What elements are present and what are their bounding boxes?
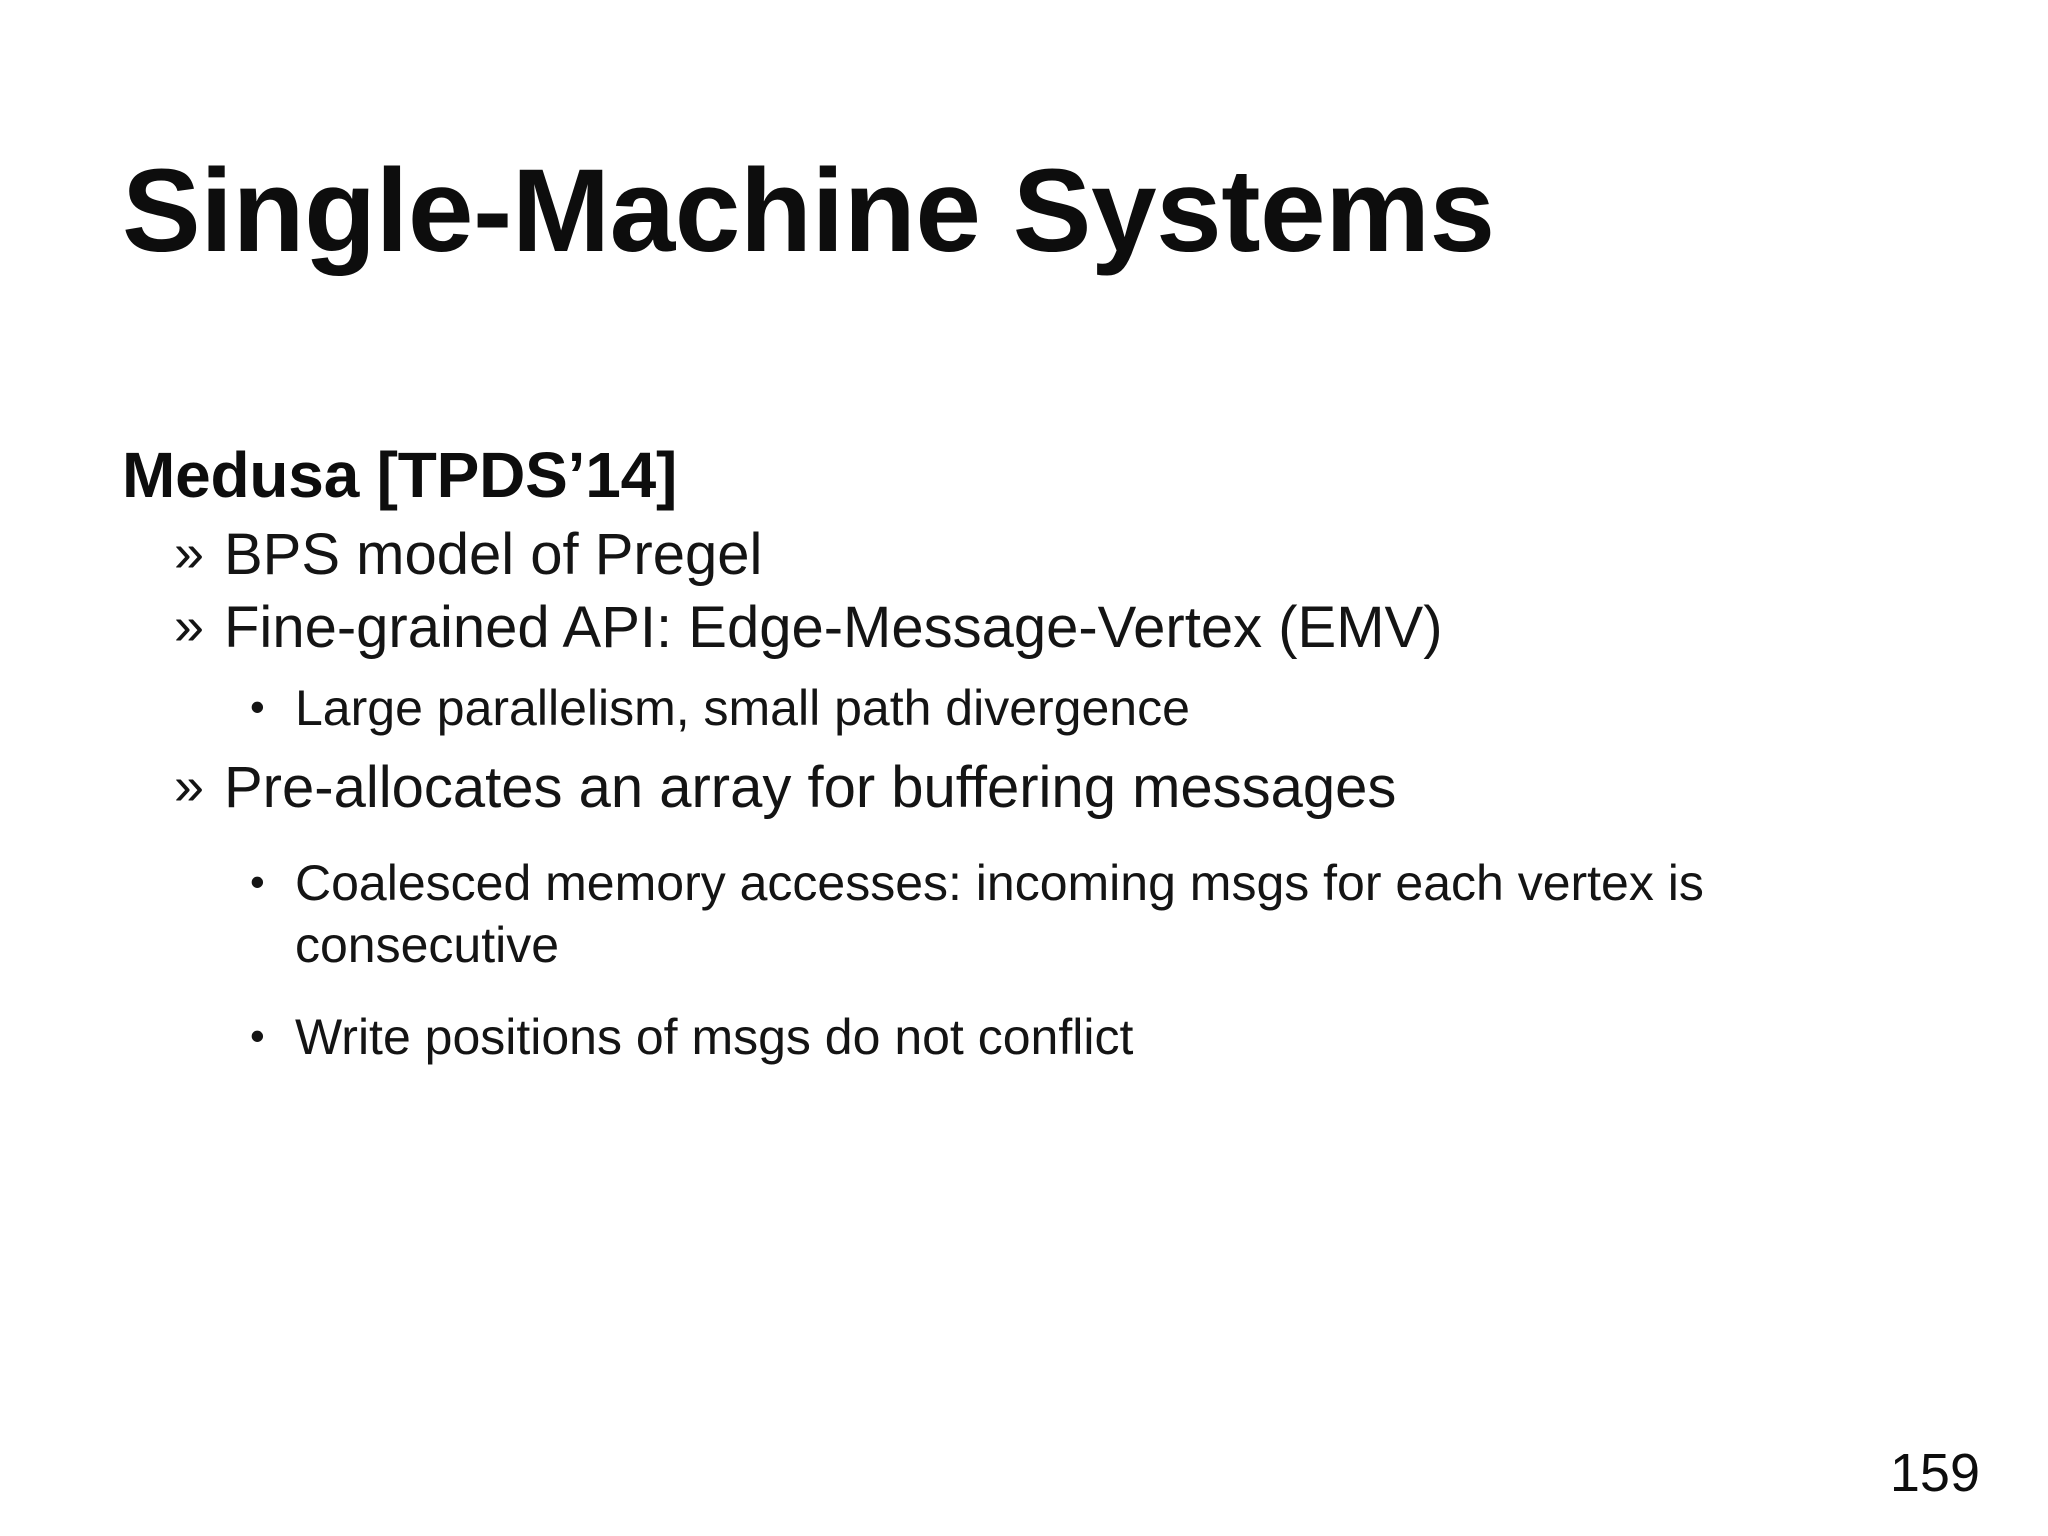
section-heading-medusa: Medusa [TPDS’14]: [122, 439, 678, 511]
bullet-text: Write positions of msgs do not conflict: [295, 1009, 1134, 1066]
guillemet-bullet-icon: »: [174, 596, 205, 657]
bullet-text: Fine-grained API: Edge-Message-Vertex (E…: [224, 595, 1443, 661]
dot-bullet-icon: •: [250, 858, 265, 906]
dot-bullet-icon: •: [250, 1012, 265, 1060]
bullet-level1-pre-allocates: » Pre-allocates an array for buffering m…: [122, 753, 1982, 823]
page-title: Single-Machine Systems: [122, 145, 1495, 277]
bullet-level1-fine-grained-api: » Fine-grained API: Edge-Message-Vertex …: [122, 593, 1982, 663]
guillemet-bullet-icon: »: [174, 522, 205, 583]
bullet-level2-large-parallelism: • Large parallelism, small path divergen…: [122, 677, 1982, 739]
bullet-level2-write-positions: • Write positions of msgs do not conflic…: [122, 1006, 1982, 1068]
bullet-level2-coalesced-memory: • Coalesced memory accesses: incoming ms…: [122, 852, 1982, 976]
page-number: 159: [1889, 1443, 1980, 1503]
spacer: [122, 667, 1982, 677]
dot-bullet-icon: •: [250, 682, 265, 730]
bullet-level1-bps: » BPS model of Pregel: [122, 520, 1982, 590]
slide-body: Medusa [TPDS’14] » BPS model of Pregel »…: [122, 438, 1982, 1072]
spacer: [122, 743, 1982, 753]
guillemet-bullet-icon: »: [174, 755, 205, 816]
bullet-text: Coalesced memory accesses: incoming msgs…: [295, 855, 1704, 974]
bullet-text: Pre-allocates an array for buffering mes…: [224, 754, 1397, 820]
bullet-text: BPS model of Pregel: [224, 521, 763, 587]
spacer: [122, 980, 1982, 1006]
spacer: [122, 826, 1982, 852]
bullet-text: Large parallelism, small path divergence: [295, 679, 1190, 736]
